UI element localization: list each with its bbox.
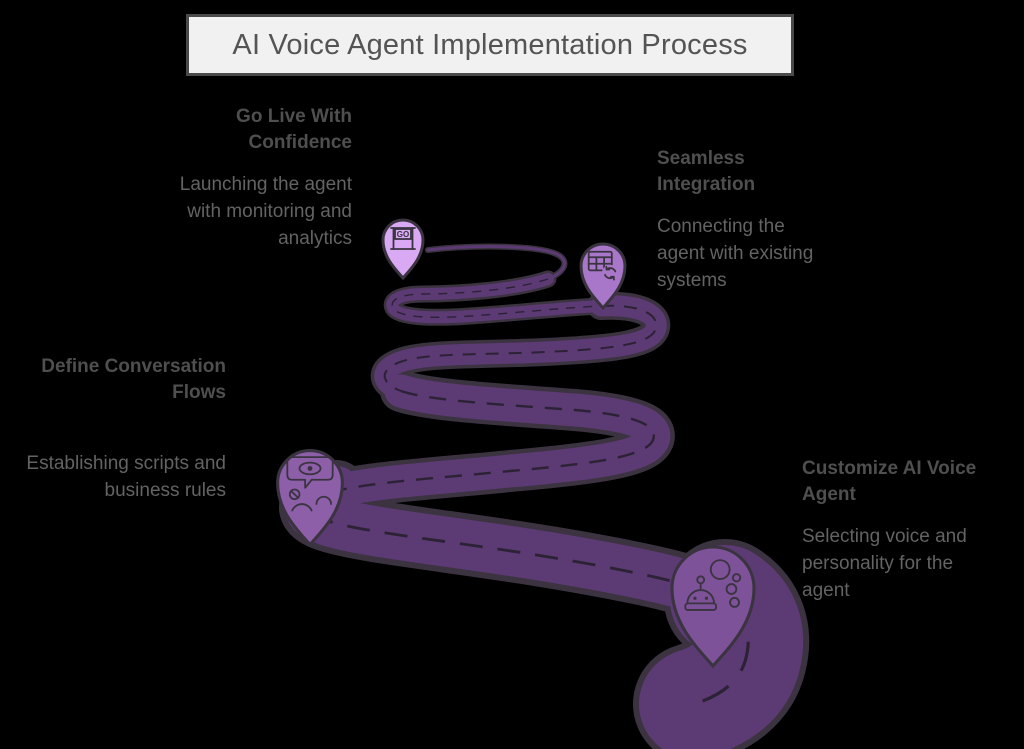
- pin-customize-agent: [670, 545, 756, 668]
- page-title: AI Voice Agent Implementation Process: [186, 14, 794, 76]
- eye-speech-bubble-icon: [286, 456, 334, 512]
- milestone-conversation-flows: Define Conversation Flows Establishing s…: [26, 354, 226, 504]
- robot-bubbles-icon: [684, 559, 742, 611]
- milestone-customize-agent: Customize AI Voice Agent Selecting voice…: [802, 456, 1002, 604]
- go-sign-label: GO: [397, 230, 409, 239]
- milestone-heading: Define Conversation Flows: [41, 356, 226, 403]
- milestone-go-live: Go Live With Confidence Launching the ag…: [162, 104, 352, 252]
- milestone-heading: Seamless Integration: [657, 148, 756, 195]
- milestone-integration: Seamless Integration Connecting the agen…: [657, 146, 832, 294]
- milestone-description: Establishing scripts and business rules: [26, 453, 226, 501]
- milestone-heading: Customize AI Voice Agent: [802, 458, 977, 505]
- milestone-description: Selecting voice and personality for the …: [802, 526, 967, 601]
- go-sign-icon: GO: [390, 227, 416, 250]
- milestone-heading: Go Live With Confidence: [236, 106, 352, 153]
- table-sync-icon: [587, 250, 619, 282]
- pin-conversation-flows: [276, 449, 344, 547]
- milestone-description: Launching the agent with monitoring and …: [179, 174, 352, 249]
- milestone-description: Connecting the agent with existing syste…: [657, 216, 814, 291]
- pin-integration: [579, 242, 627, 310]
- pin-go-live: GO: [381, 218, 425, 280]
